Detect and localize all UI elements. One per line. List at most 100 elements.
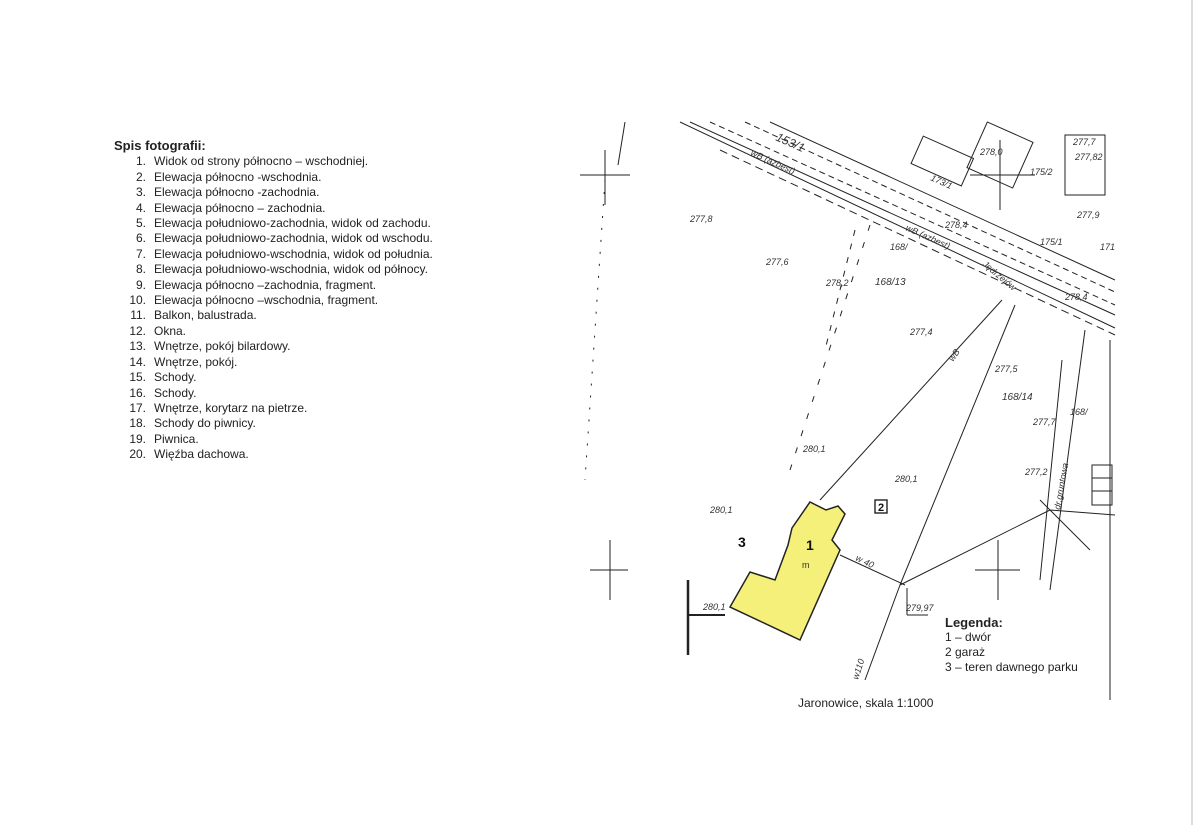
building-outline [1064,134,1106,196]
road-dash-line [744,121,1116,293]
label-dirt-road: dr.gruntowa [1052,462,1070,510]
label-park-number: 3 [738,534,746,550]
photo-number: 1. [135,154,146,169]
photo-list-item: 18.Schody do piwnicy. [114,416,433,431]
photo-description: Elewacja północno –wschodnia, fragment. [154,293,379,308]
photo-description: Elewacja północno – zachodnia. [154,200,326,215]
photo-list: Spis fotografii: 1. Widok od strony półno… [114,138,433,463]
photo-description: Wnętrze, pokój bilardowy. [154,339,291,354]
photo-description: Wnętrze, korytarz na pietrze. [154,400,308,415]
label-building-m: m [802,560,810,570]
label-street: Jędrzejów [980,258,1019,293]
legend: Legenda: 1 – dwór 2 garaż 3 – teren dawn… [945,615,1078,675]
pipe-line [719,149,1116,336]
photo-number: 13. [129,339,146,354]
photo-number: 12. [129,323,146,338]
label-manor-number: 1 [806,537,814,553]
label-height: 277,6 [765,257,789,267]
photo-list-item: 15.Schody. [114,370,433,385]
label-height: 277,2 [1024,467,1048,477]
photo-list-item: 8. Elewacja południowo-wschodnia, widok o… [114,262,433,277]
photo-description: Elewacja południowo-wschodnia, widok od … [154,262,428,277]
label-height: 278,2 [825,278,849,288]
label-pipe-wb: wB [946,347,961,363]
label-pipe-w40: w 40 [854,553,875,570]
road-line [1039,499,1091,551]
parcel-boundary [1049,329,1086,591]
photo-description: Elewacja południowo-zachodnia, widok od … [154,216,431,231]
label-height: 277,82 [1074,152,1103,162]
photo-description: Elewacja północno -zachodnia. [154,185,320,200]
photo-number: 19. [129,431,146,446]
road-edge-line [679,121,1116,329]
photo-number: 4. [135,200,146,215]
photo-number: 14. [129,354,146,369]
photo-list-item: 2. Elewacja północno -wschodnia. [114,170,433,185]
label-height: 278,0 [979,147,1003,157]
photo-number: 6. [135,231,146,246]
photo-description: Elewacja północno -wschodnia. [154,169,322,184]
label-height: 279,97 [905,603,935,613]
garage-box [874,499,888,514]
photo-list-item: 16.Schody. [114,386,433,401]
label-height: 277,4 [909,327,933,337]
photo-list-item: 20. Więźba dachowa. [114,447,433,462]
photo-description: Okna. [154,323,187,338]
label-height: 278,4 [944,220,968,230]
photo-description: Więźba dachowa. [154,447,249,462]
photo-number: 17. [129,400,146,415]
label-height: 277,8 [689,214,713,224]
building-outline [966,121,1034,189]
legend-item: 3 – teren dawnego parku [945,660,1078,674]
photo-number: 9. [135,277,146,292]
road-dash-line [709,121,1116,306]
parcel-boundary [899,304,1016,586]
photo-description: Wnętrze, pokój. [154,354,238,369]
label-parcel-14: 168/14 [1002,392,1033,403]
photo-description: Balkon, balustrada. [154,308,257,323]
photo-number: 18. [129,416,146,431]
photo-list-item: 19. Piwnica. [114,432,433,447]
label-height: 277,7 [1032,417,1057,427]
label-height: 280,1 [709,505,733,515]
photo-number: 3. [135,185,146,200]
label-height: 280,1 [702,602,726,612]
map-caption: Jaronowice, skala 1:1000 [798,696,934,710]
legend-item: 2 garaż [945,645,986,659]
photo-number: 7. [135,246,146,261]
road-line [1039,359,1063,581]
photo-number: 11. [130,308,146,323]
label-height: 280,1 [802,444,826,454]
photo-number: 2. [135,169,146,184]
photo-list-title: Spis fotografii: [114,138,206,153]
manor-building [728,501,846,642]
building-outline [910,135,975,187]
photo-description: Schody. [154,385,197,400]
photo-number: 20. [129,447,146,462]
pipe-w40 [839,554,906,586]
label-parcel: 175/2 [1030,167,1053,177]
photo-description: Elewacja północno –zachodnia, fragment. [154,277,377,292]
photo-number: 8. [135,262,146,277]
parcel-boundary [864,584,901,681]
label-height: 277,9 [1076,210,1100,220]
photo-number: 15. [129,370,146,385]
legend-item: 1 – dwór [945,630,992,644]
photo-list-item: 11. Balkon, balustrada. [114,308,433,323]
photo-list-item: 5.Elewacja południowo-zachodnia, widok o… [114,216,433,231]
label-height: 278,4 [1064,292,1088,302]
left-edge-line [584,179,606,481]
label-pipe: wB (azbest) [749,148,796,176]
photo-list-item: 7.Elewacja południowo-wschodnia, widok o… [114,247,433,262]
label-pipe-w110: w110 [850,658,866,681]
legend-title: Legenda: [945,615,1003,630]
label-height: 280,1 [894,474,918,484]
photo-list-item: 4. Elewacja północno – zachodnia. [114,201,433,216]
label-height: 277,7 [1072,137,1097,147]
photo-list-item: 6. Elewacja południowo-zachodnia, widok o… [114,231,433,246]
photo-description: Piwnica. [154,431,199,446]
photo-description: Elewacja południowo-zachodnia, widok od … [154,231,433,246]
photo-description: Widok od strony północno – wschodniej. [154,154,369,169]
parcel-boundary [1049,509,1116,516]
label-parcel: 173/1 [929,173,954,191]
